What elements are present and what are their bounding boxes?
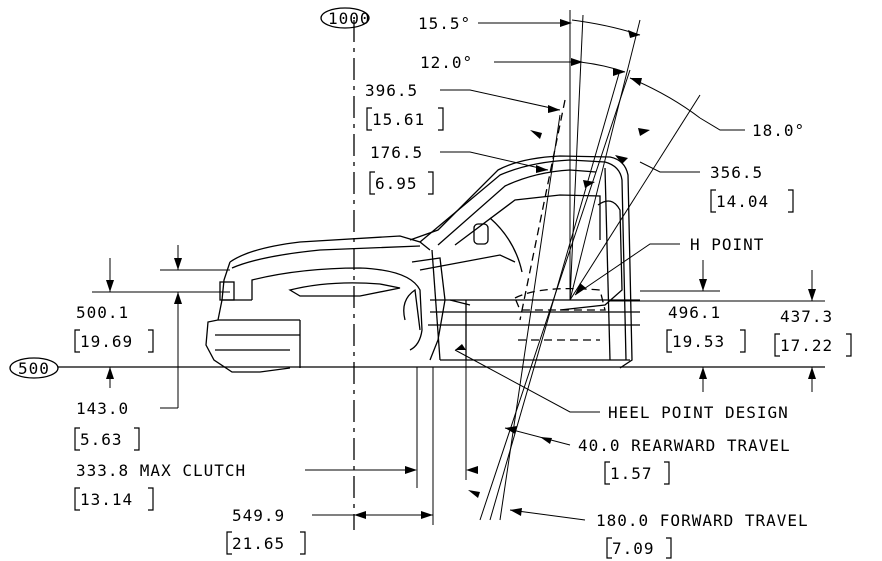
heel-point-design-label: HEEL POINT DESIGN xyxy=(608,403,789,422)
forward-travel-label: 180.0 FORWARD TRAVEL xyxy=(596,511,809,530)
angle-15-5-label: 15.5° xyxy=(418,14,471,33)
dimension-lines xyxy=(92,245,825,525)
max-clutch-label: 333.8 MAX CLUTCH xyxy=(76,461,246,480)
dim-176-5-label: 176.5 xyxy=(370,143,423,162)
dim-14-04-label: 14.04 xyxy=(716,192,769,211)
dim-549-9-label: 549.9 xyxy=(232,506,285,525)
dim-1-57-label: 1.57 xyxy=(610,464,653,483)
arrowheads xyxy=(106,19,816,519)
dim-356-5-label: 356.5 xyxy=(710,163,763,182)
ref-1000-label: 1000 xyxy=(328,9,371,28)
dim-437-3-label: 437.3 xyxy=(780,307,833,326)
dim-15-61-label: 15.61 xyxy=(372,110,425,129)
rearward-travel-label: 40.0 REARWARD TRAVEL xyxy=(578,436,791,455)
dim-17-22-label: 17.22 xyxy=(780,336,833,355)
dim-5-63-label: 5.63 xyxy=(80,430,123,449)
angle-12-0-label: 12.0° xyxy=(420,53,473,72)
h-point-label: H POINT xyxy=(690,235,764,254)
dim-143-0-label: 143.0 xyxy=(76,399,129,418)
annotation-labels: 15.5° 12.0° 18.0° 396.5 15.61 176.5 6.95… xyxy=(74,14,852,559)
dim-496-1-label: 496.1 xyxy=(668,303,721,322)
reference-1000-balloon: 1000 xyxy=(320,7,371,29)
dim-6-95-label: 6.95 xyxy=(375,174,418,193)
dim-7-09-label: 7.09 xyxy=(612,539,655,558)
reference-500-balloon: 500 xyxy=(9,357,59,379)
dim-19-69-label: 19.69 xyxy=(80,332,133,351)
angle-18-0-label: 18.0° xyxy=(752,121,805,140)
dim-19-53-label: 19.53 xyxy=(672,332,725,351)
dim-396-5-label: 396.5 xyxy=(365,81,418,100)
leader-lines xyxy=(305,22,745,521)
dim-13-14-label: 13.14 xyxy=(80,490,133,509)
dim-500-1-label: 500.1 xyxy=(76,303,129,322)
dim-21-65-label: 21.65 xyxy=(232,534,285,553)
ref-500-label: 500 xyxy=(18,359,50,378)
